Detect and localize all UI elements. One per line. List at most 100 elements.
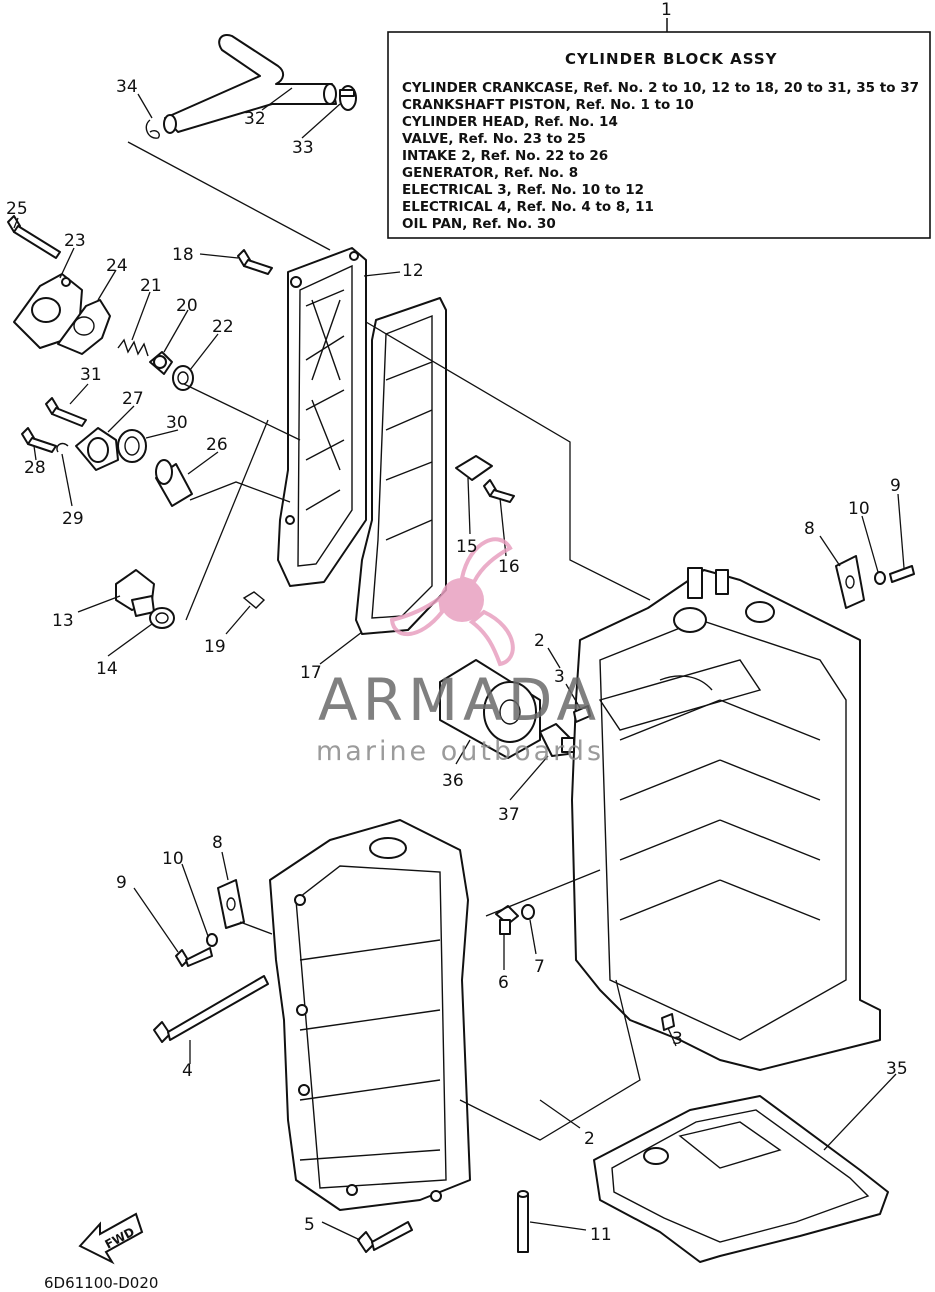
cylinder-block [571, 567, 881, 1071]
callout-11: 11 [590, 1225, 612, 1245]
callout-29: 29 [62, 509, 84, 529]
callout-6: 6 [498, 973, 509, 993]
bolt-part-31 [45, 397, 87, 427]
callout-12: 12 [402, 261, 424, 281]
grommet-part-22 [172, 365, 194, 391]
gasket-part-24 [57, 299, 111, 355]
bracket-part-15 [455, 455, 493, 481]
callout-16: 16 [498, 557, 520, 577]
assembly-line: ELECTRICAL 4, Ref. No. 4 to 8, 11 [402, 199, 654, 215]
callout-4: 4 [182, 1061, 193, 1081]
callout-10a: 10 [848, 499, 870, 519]
callout-8b: 8 [212, 833, 223, 853]
assembly-line: CYLINDER CRANKCASE, Ref. No. 2 to 10, 12… [402, 80, 919, 96]
bolt-part-9b [175, 947, 213, 967]
exhaust-cover-part-12 [277, 247, 367, 587]
pin-part-3 [573, 705, 591, 723]
callout-19: 19 [204, 637, 226, 657]
gasket-part-14 [149, 607, 175, 629]
gasket-part-35 [593, 1095, 889, 1263]
gasket-part-17 [355, 297, 447, 635]
callout-37: 37 [498, 805, 520, 825]
propeller-logo-icon [389, 537, 515, 667]
spring-part-21 [117, 338, 149, 357]
callout-14: 14 [96, 659, 118, 679]
assembly-line: OIL PAN, Ref. No. 30 [402, 216, 556, 232]
callout-3b: 3 [672, 1029, 683, 1049]
hose-part-32 [163, 34, 337, 134]
callout-9a: 9 [890, 476, 901, 496]
assembly-info-box: 1 CYLINDER BLOCK ASSY CYLINDER CRANKCASE… [387, 0, 931, 239]
sensor-part-37 [539, 723, 575, 757]
ring-part-30 [117, 429, 147, 463]
callout-30: 30 [166, 413, 188, 433]
callout-35: 35 [886, 1059, 908, 1079]
callout-2b: 2 [584, 1129, 595, 1149]
sleeve-part-26 [155, 459, 193, 507]
callout-5: 5 [304, 1215, 315, 1235]
callout-1: 1 [661, 0, 672, 20]
clip-part-34 [145, 119, 160, 139]
plate-part-8a [835, 555, 865, 609]
callout-15: 15 [456, 537, 478, 557]
callout-18: 18 [172, 245, 194, 265]
plug-part-13 [115, 569, 155, 617]
valve-part-20 [149, 351, 173, 375]
dowel-part-11 [517, 1190, 529, 1253]
callout-36: 36 [442, 771, 464, 791]
callout-17: 17 [300, 663, 322, 683]
callout-numbers: 34 32 33 25 23 24 21 20 22 18 12 31 27 3… [6, 77, 908, 1245]
fwd-arrow: FWD [78, 1212, 144, 1265]
bolt-part-25 [7, 215, 61, 259]
callout-9b: 9 [116, 873, 127, 893]
crankcase [269, 819, 471, 1211]
bolt-part-16 [483, 479, 515, 503]
callout-25: 25 [6, 199, 28, 219]
diagram-code: 6D61100-D020 [44, 1274, 158, 1292]
bolt-part-9a [889, 565, 915, 583]
cover-part-23 [13, 273, 83, 349]
pin-part-3b [661, 1013, 675, 1031]
watermark-brand: ARMADA [318, 666, 601, 734]
callout-28: 28 [24, 458, 46, 478]
assembly-line: CYLINDER HEAD, Ref. No. 14 [402, 114, 618, 130]
bolt-part-18 [237, 249, 273, 275]
callout-3a: 3 [554, 667, 565, 687]
callout-32: 32 [244, 109, 266, 129]
callout-21: 21 [140, 276, 162, 296]
callout-8a: 8 [804, 519, 815, 539]
assembly-line: VALVE, Ref. No. 23 to 25 [402, 131, 586, 147]
washer-part-10a [874, 571, 886, 585]
bolt-part-28 [21, 427, 57, 453]
assembly-line: GENERATOR, Ref. No. 8 [402, 165, 578, 181]
callout-13: 13 [52, 611, 74, 631]
callout-34: 34 [116, 77, 138, 97]
assembly-line: INTAKE 2, Ref. No. 22 to 26 [402, 148, 608, 164]
watermark-tagline: marine outboards [316, 736, 604, 767]
callout-31: 31 [80, 365, 102, 385]
callout-23: 23 [64, 231, 86, 251]
oil-filter-part-36 [439, 659, 541, 759]
washer-part-7 [521, 904, 535, 920]
bolt-part-5 [357, 1221, 413, 1253]
reference-lines [127, 141, 651, 1141]
callout-10b: 10 [162, 849, 184, 869]
callout-20: 20 [176, 296, 198, 316]
callout-27: 27 [122, 389, 144, 409]
clip-part-19 [242, 591, 266, 609]
hose-clamp-part-33 [339, 85, 357, 111]
assembly-line: ELECTRICAL 3, Ref. No. 10 to 12 [402, 182, 644, 198]
washer-part-10b [206, 933, 218, 947]
assembly-title: CYLINDER BLOCK ASSY [565, 50, 778, 68]
armada-watermark: ARMADA marine outboards [316, 537, 604, 767]
callout-33: 33 [292, 138, 314, 158]
seal-part-29 [56, 442, 69, 453]
callout-24: 24 [106, 256, 128, 276]
callout-7: 7 [534, 957, 545, 977]
bolt-part-4 [153, 975, 269, 1043]
callout-26: 26 [206, 435, 228, 455]
plate-part-8b [217, 879, 245, 929]
assembly-line: CRANKSHAFT PISTON, Ref. No. 1 to 10 [402, 97, 694, 113]
leader-lines [13, 87, 905, 1241]
